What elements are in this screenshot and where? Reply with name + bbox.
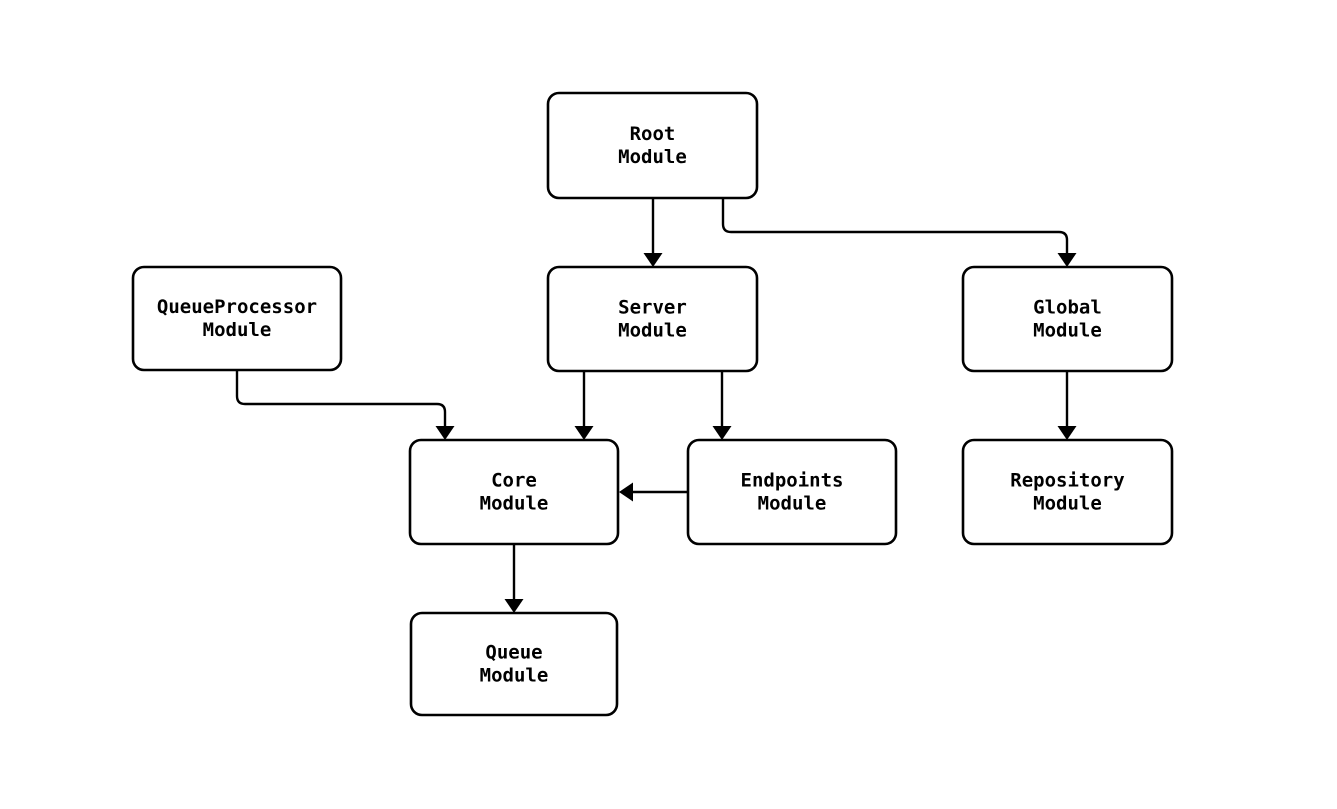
node-box-queue	[409, 611, 619, 717]
node-box-root	[546, 91, 759, 200]
arrowhead-icon	[1057, 253, 1077, 267]
edge-line-queueprocessor-to-core	[235, 370, 447, 426]
node-box-queueprocessor	[131, 265, 343, 372]
arrowhead-icon	[619, 482, 633, 502]
node-box-core	[408, 438, 620, 546]
node-box-global	[961, 265, 1174, 373]
edge-line-root-to-global	[721, 198, 1069, 253]
edge-core-to-queue	[504, 544, 524, 613]
node-box-repository	[961, 438, 1174, 546]
arrowhead-icon	[574, 426, 594, 440]
arrowhead-icon	[1057, 426, 1077, 440]
node-box-server	[546, 265, 759, 373]
node-box-endpoints	[686, 438, 898, 546]
edge-endpoints-to-core	[619, 482, 687, 502]
edge-server-to-endpoints	[712, 371, 732, 440]
edge-server-to-core	[574, 371, 594, 440]
edge-queueprocessor-to-core	[235, 370, 455, 440]
arrowhead-icon	[643, 253, 663, 267]
arrowhead-icon	[712, 426, 732, 440]
arrowhead-icon	[435, 426, 455, 440]
edge-global-to-repository	[1057, 371, 1077, 440]
arrowhead-icon	[504, 599, 524, 613]
edge-root-to-global	[721, 198, 1077, 267]
edge-root-to-server	[643, 198, 663, 267]
